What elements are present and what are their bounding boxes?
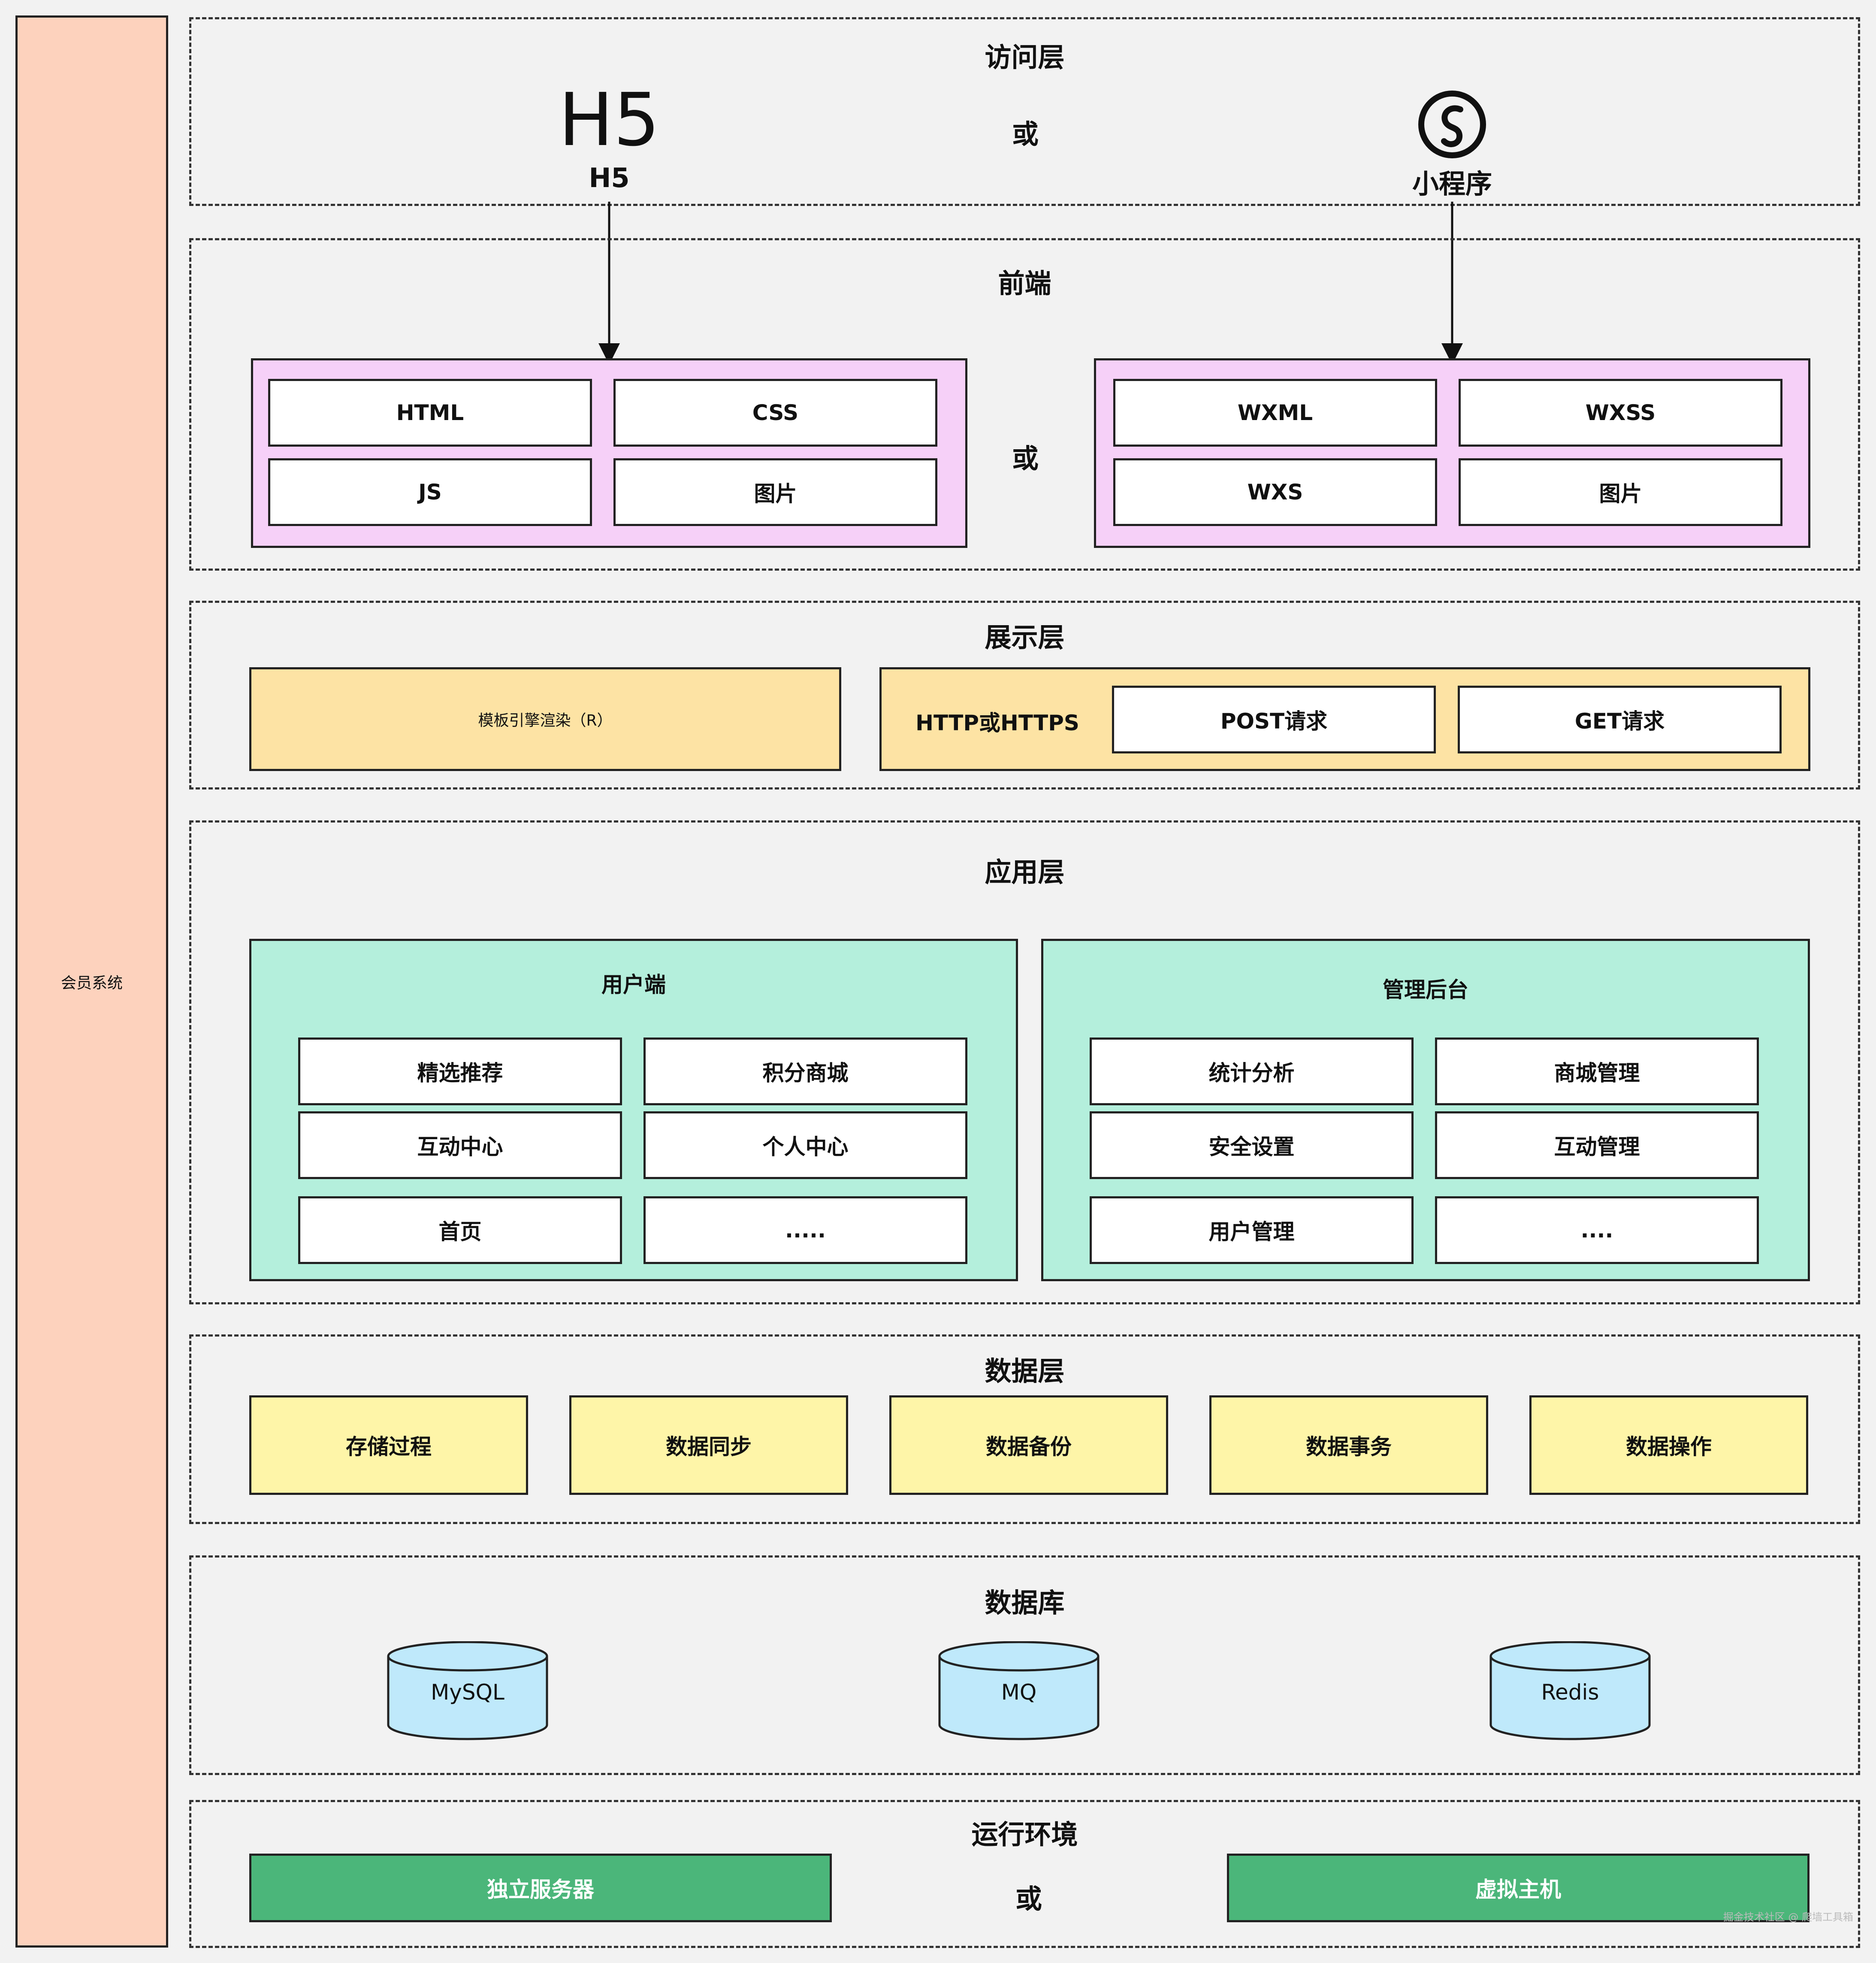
data-layer: 数据层 <box>189 1334 1860 1524</box>
admin-panel-title: 管理后台 <box>1383 977 1468 1002</box>
runtime-layer-title: 运行环境 <box>971 1819 1078 1850</box>
db-label-redis: Redis <box>1541 1680 1599 1705</box>
user-panel-title: 用户端 <box>601 972 666 997</box>
miniprogram-logo-icon <box>1416 88 1489 161</box>
database-layer-title: 数据库 <box>985 1587 1065 1618</box>
presentation-layer: 展示层 <box>189 601 1860 789</box>
mp-item-image: 图片 <box>1459 458 1782 526</box>
admin-item-statistics: 统计分析 <box>1090 1037 1414 1105</box>
db-cylinder-redis: Redis <box>1489 1641 1652 1742</box>
get-request-box: GET请求 <box>1458 686 1782 753</box>
mp-item-wxml: WXML <box>1113 379 1437 447</box>
admin-item-mall-management: 商城管理 <box>1435 1037 1759 1105</box>
data-item-stored-procedure: 存储过程 <box>249 1395 528 1495</box>
h5-logo: H5 <box>559 78 660 163</box>
user-item-featured: 精选推荐 <box>298 1037 622 1105</box>
runtime-or: 或 <box>1015 1883 1042 1915</box>
frontend-layer: 前端 <box>189 238 1860 571</box>
db-cylinder-mysql: MySQL <box>386 1641 549 1742</box>
sidebar-member-system: 会员系统 <box>15 15 168 1948</box>
frontend-or: 或 <box>1012 443 1039 474</box>
database-layer: 数据库 <box>189 1555 1860 1775</box>
access-layer-title: 访问层 <box>985 42 1065 73</box>
access-layer: 访问层 <box>189 17 1860 206</box>
user-item-interaction-center: 互动中心 <box>298 1111 622 1179</box>
db-label-mysql: MySQL <box>431 1680 504 1705</box>
protocol-label: HTTP或HTTPS <box>915 711 1079 735</box>
user-item-points-mall: 积分商城 <box>643 1037 967 1105</box>
data-item-transaction: 数据事务 <box>1209 1395 1488 1495</box>
admin-item-more: .... <box>1435 1196 1759 1264</box>
data-item-operation: 数据操作 <box>1529 1395 1808 1495</box>
template-engine-box: 模板引擎渲染（R） <box>249 667 841 771</box>
data-item-sync: 数据同步 <box>569 1395 848 1495</box>
h5-label: H5 <box>589 162 630 194</box>
admin-item-user-management: 用户管理 <box>1090 1196 1414 1264</box>
runtime-virtual-host: 虚拟主机 <box>1227 1854 1810 1922</box>
user-item-home: 首页 <box>298 1196 622 1264</box>
data-item-backup: 数据备份 <box>889 1395 1168 1495</box>
mp-item-wxs: WXS <box>1113 458 1437 526</box>
sidebar-label: 会员系统 <box>60 974 123 992</box>
runtime-layer: 运行环境 <box>189 1800 1860 1948</box>
watermark: 掘金技术社区 @ 爬墙工具箱 <box>1723 1911 1853 1923</box>
db-label-mq: MQ <box>1001 1680 1037 1705</box>
h5-item-image: 图片 <box>613 458 937 526</box>
user-item-more: ..... <box>643 1196 967 1264</box>
presentation-layer-title: 展示层 <box>985 622 1065 653</box>
frontend-layer-title: 前端 <box>998 268 1051 299</box>
admin-item-interaction-management: 互动管理 <box>1435 1111 1759 1179</box>
h5-item-js: JS <box>268 458 592 526</box>
data-layer-title: 数据层 <box>985 1355 1065 1387</box>
miniprogram-label: 小程序 <box>1412 168 1492 200</box>
db-cylinder-mq: MQ <box>937 1641 1100 1742</box>
runtime-dedicated-server: 独立服务器 <box>249 1854 832 1922</box>
access-to-frontend-arrows <box>598 202 1463 365</box>
application-layer: 应用层 <box>189 820 1860 1304</box>
h5-item-html: HTML <box>268 379 592 447</box>
access-or: 或 <box>1012 118 1039 150</box>
template-engine-label: 模板引擎渲染（R） <box>478 712 613 729</box>
admin-item-security-settings: 安全设置 <box>1090 1111 1414 1179</box>
h5-item-css: CSS <box>613 379 937 447</box>
application-layer-title: 应用层 <box>985 856 1065 888</box>
mp-item-wxss: WXSS <box>1459 379 1782 447</box>
user-item-personal-center: 个人中心 <box>643 1111 967 1179</box>
post-request-box: POST请求 <box>1112 686 1436 753</box>
